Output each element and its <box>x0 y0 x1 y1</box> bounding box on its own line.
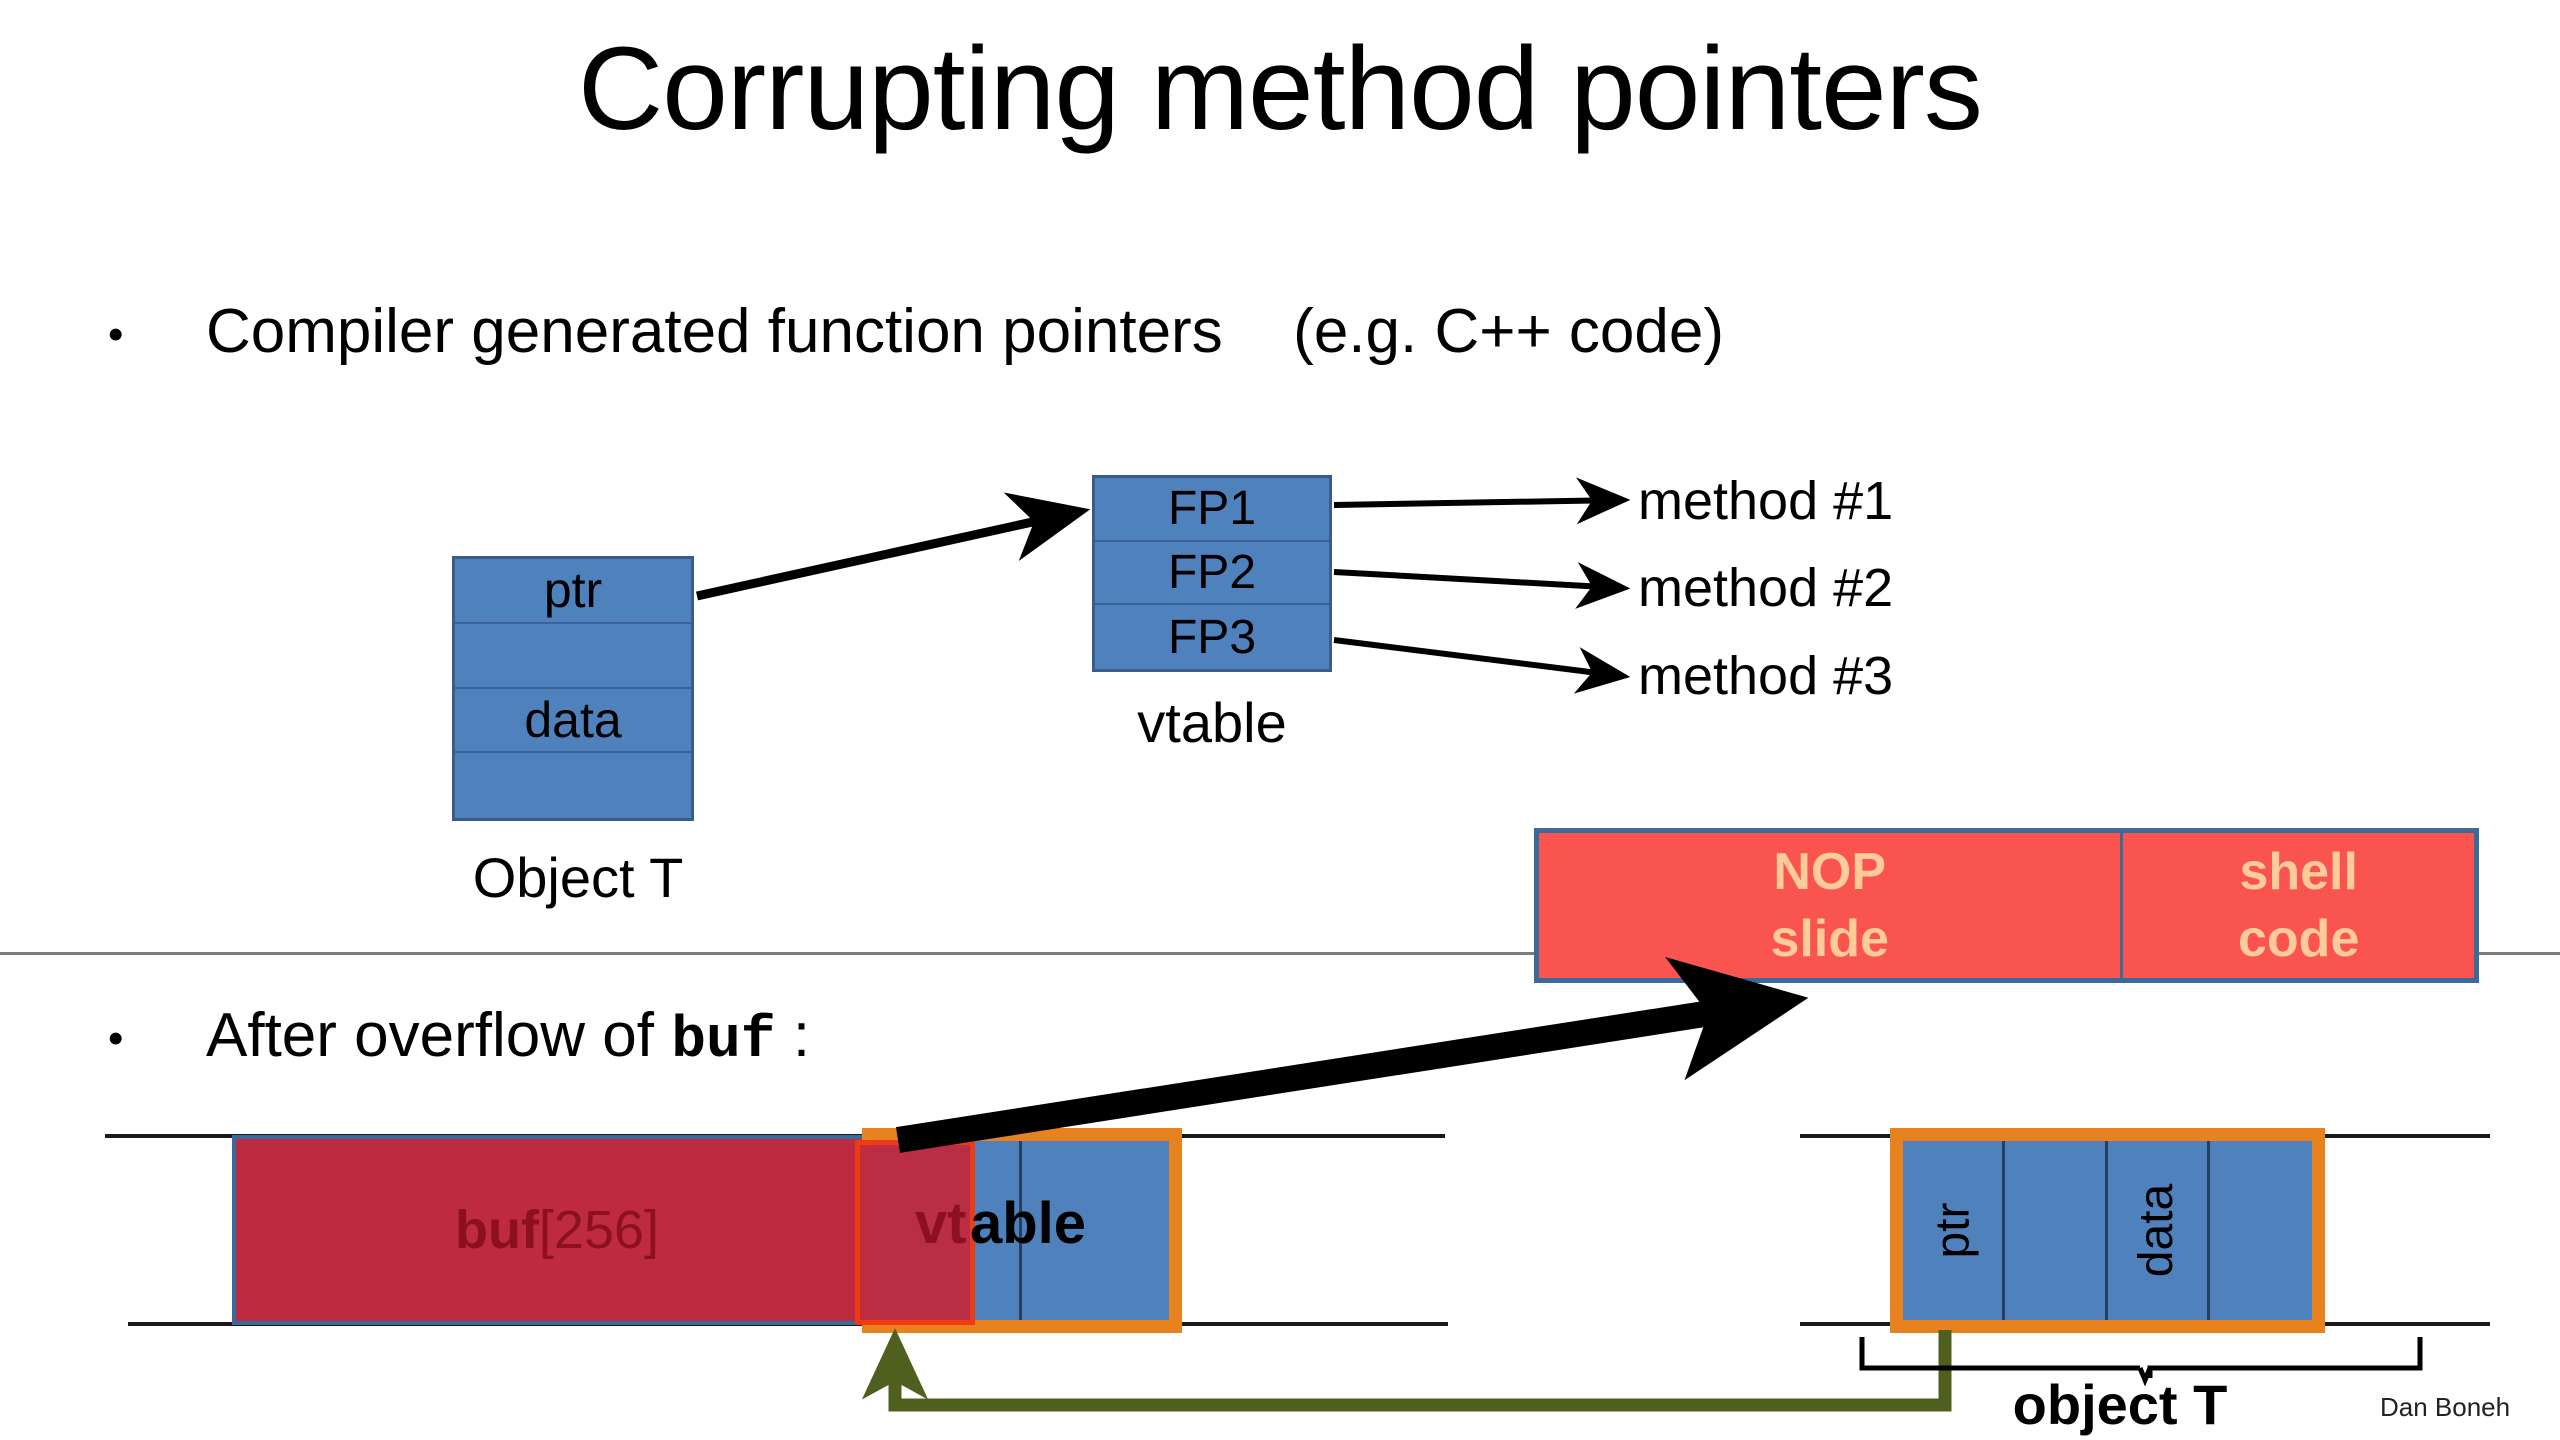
bullet-1-note: (e.g. C++ code) <box>1293 297 1724 366</box>
bullet-2-text-after: : <box>775 1001 811 1070</box>
object-t-bottom-label: object T <box>2012 1373 2228 1436</box>
nop-slide-line2: slide <box>1770 909 1889 968</box>
vtable-cell-fp3: FP3 <box>1167 610 1257 664</box>
nop-slide-line1: NOP <box>1773 842 1887 901</box>
shell-code-segment: shell code <box>2123 833 2474 978</box>
section-divider <box>0 952 2560 955</box>
buf-label: buf[256] <box>455 1199 659 1261</box>
object-t-bottom-cell-4 <box>2210 1141 2312 1320</box>
vtable-overwrite-prefix: vt <box>915 1191 967 1256</box>
object-t-cell-data: data <box>455 689 691 754</box>
vtable-overwrite-cell-1 <box>875 1141 1022 1320</box>
arrow-fp3-to-method3 <box>1333 637 1631 694</box>
arrow-fp1-to-method1 <box>1333 477 1631 525</box>
vtable-label: vtable <box>1137 691 1287 754</box>
buf-name: buf <box>454 1200 539 1260</box>
buf-block: buf[256] <box>232 1135 882 1325</box>
method-label-3: method #3 <box>1638 646 1894 706</box>
stack-line-top-right <box>2310 1134 2490 1138</box>
object-t-bottom-cell-data: data <box>2108 1141 2210 1320</box>
bullet-marker-icon: • <box>108 1014 124 1063</box>
vtable-box: FP1 FP2 FP3 <box>1092 475 1332 672</box>
stack-line-bottom-right <box>2310 1322 2490 1326</box>
arrow-ptr-to-vtable <box>696 492 1091 601</box>
stack-line-bottom-mid <box>1800 1322 1950 1326</box>
vtable-cell-fp1: FP1 <box>1095 478 1329 542</box>
object-t-bottom-cell-ptr: ptr <box>1903 1141 2006 1320</box>
bullet-2-text-before: After overflow of <box>206 1001 672 1070</box>
method-label-1: method #1 <box>1638 471 1894 531</box>
stack-line-top-mid <box>1800 1134 1950 1138</box>
shell-code-line1: shell <box>2239 842 2358 901</box>
object-t-bottom-ptr-label: ptr <box>1926 1202 1980 1259</box>
shell-code-line2: code <box>2238 909 2360 968</box>
bullet-1-text: Compiler generated function pointers <box>206 297 1223 366</box>
page-title: Corrupting method pointers <box>578 23 1983 155</box>
method-label-2: method #2 <box>1638 558 1894 618</box>
object-t-cell-4 <box>455 753 691 818</box>
payload-box: NOP slide shell code <box>1534 828 2479 983</box>
vtable-overwrite-suffix: able <box>970 1191 1087 1256</box>
arrow-fp2-to-method2 <box>1333 562 1631 609</box>
overflow-red-overlay <box>855 1140 975 1325</box>
object-t-cell-ptr: ptr <box>455 559 691 624</box>
object-t-box: ptr data <box>452 556 694 821</box>
object-t-bottom-data-label: data <box>2130 1183 2184 1278</box>
bullet-item-2: • After overflow of buf : <box>108 1000 810 1074</box>
connector-objptr-to-vtable-slot <box>861 1328 1952 1412</box>
object-t-label: Object T <box>472 846 684 909</box>
object-t-cell-2 <box>455 624 691 689</box>
bullet-marker-icon: • <box>108 310 124 359</box>
object-t-bottom-cell-2 <box>2005 1141 2108 1320</box>
bullet-item-1: • Compiler generated function pointers (… <box>108 296 1724 367</box>
nop-slide-segment: NOP slide <box>1539 833 2124 978</box>
arrow-overwritten-vtable-to-nop-slide <box>895 956 1809 1153</box>
buf-index: [256] <box>538 1200 660 1260</box>
vtable-cell-fp2: FP2 <box>1095 542 1329 606</box>
object-t-bottom-box: ptr data <box>1890 1128 2325 1333</box>
bullet-2-code: buf <box>671 1009 776 1074</box>
footer-attribution: Dan Boneh <box>2380 1392 2511 1422</box>
